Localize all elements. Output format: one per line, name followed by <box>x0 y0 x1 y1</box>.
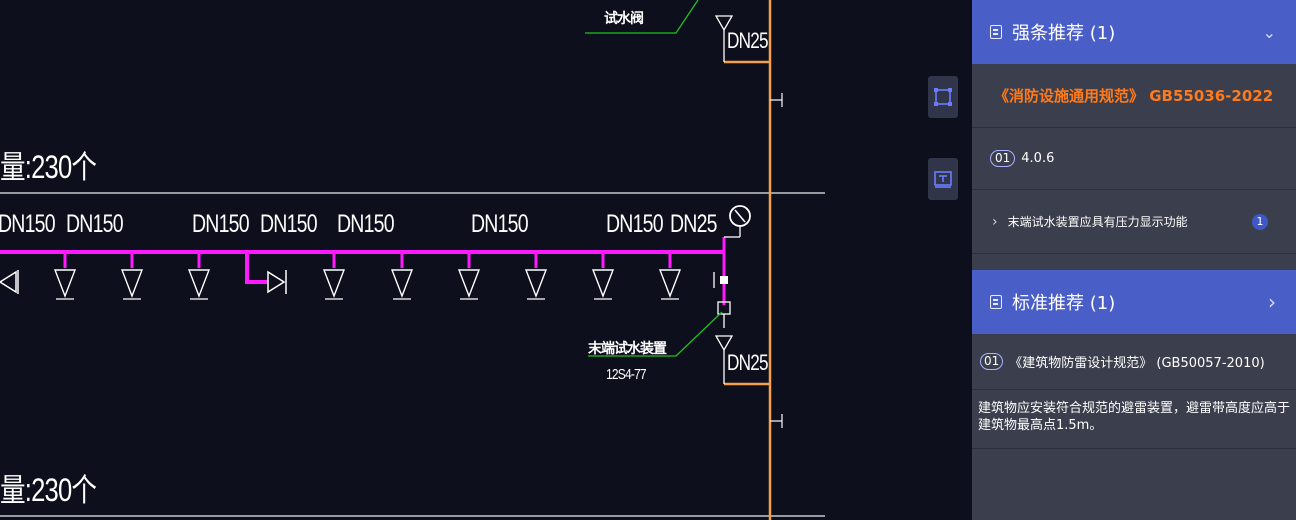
selection-frame-icon <box>934 88 952 106</box>
end-node <box>720 276 728 284</box>
drawing-canvas[interactable]: 试水阀 DN25 量:230个 量:230个 DN150 DN150 DN150… <box>0 0 972 520</box>
sprinkler-head <box>53 252 77 300</box>
end-test-device-symbol <box>714 301 734 384</box>
top-pipe-size: DN25 <box>727 28 769 53</box>
code-title: 《消防设施通用规范》 GB55036-2022 <box>994 87 1274 105</box>
standard-title: 标准推荐 (1) <box>1012 293 1116 314</box>
pipe-size-label: DN150 <box>260 210 318 238</box>
end-test-device-label: 末端试水装置 <box>588 340 667 356</box>
panel-toggle-icon <box>934 171 952 188</box>
sprinkler-head <box>658 252 682 300</box>
standard-ref-title: 《建筑物防雷设计规范》 (GB50057-2010) <box>1009 356 1265 371</box>
test-valve-label: 试水阀 <box>604 10 644 26</box>
leader-line <box>585 0 699 34</box>
panel-toggle-button[interactable] <box>928 158 958 200</box>
sprinkler-count-label: 量:230个 <box>0 149 97 185</box>
check-valve-symbol <box>267 270 287 294</box>
test-valve-symbol <box>714 15 734 62</box>
pipe-size-label: DN25 <box>670 210 718 238</box>
pipe-size-label: DN150 <box>337 210 395 238</box>
chevron-right-icon[interactable]: › <box>1268 290 1276 314</box>
sprinkler-group <box>53 252 682 300</box>
recommendation-panel: 强条推荐 (1) ⌄ 《消防设施通用规范》 GB55036-2022 01 4.… <box>972 0 1296 520</box>
sprinkler-head <box>120 252 144 300</box>
leader-line <box>588 311 723 357</box>
pipe-size-label: DN150 <box>606 210 664 238</box>
pipe-size-label: DN150 <box>192 210 250 238</box>
pipe-size-label: DN150 <box>471 210 529 238</box>
document-icon <box>990 25 1002 39</box>
sprinkler-head <box>322 252 346 300</box>
sprinkler-head <box>457 252 481 300</box>
ref-number-badge: 01 <box>980 353 1004 370</box>
clause-id: 4.0.6 <box>1021 151 1055 166</box>
sprinkler-head <box>591 252 615 300</box>
document-icon <box>990 295 1002 309</box>
standard-ref-text: 建筑物应安装符合规范的避雷装置，避雷带高度应高于建筑物最高点1.5m。 <box>978 401 1291 433</box>
sprinkler-count-label: 量:230个 <box>0 472 97 508</box>
clause-number-badge: 01 <box>990 150 1016 167</box>
check-valve-symbol <box>0 270 19 294</box>
selection-frame-button[interactable] <box>928 76 958 118</box>
clause-row[interactable]: 01 4.0.6 <box>972 128 1296 190</box>
pipe-size-label: DN150 <box>0 210 56 238</box>
bottom-pipe-size: DN25 <box>727 350 769 375</box>
pressure-gauge-icon <box>729 205 751 227</box>
pipe-diagram <box>0 0 825 520</box>
standard-header[interactable]: 标准推荐 (1) › <box>972 270 1296 334</box>
chevron-right-icon: › <box>992 213 998 230</box>
branch-pipe <box>245 252 268 284</box>
riser-fitting <box>770 93 783 428</box>
sprinkler-head <box>524 252 548 300</box>
sprinkler-head <box>187 252 211 300</box>
clause-item-text: 末端试水装置应具有压力显示功能 <box>1007 215 1188 229</box>
item-count-badge: 1 <box>1252 213 1268 230</box>
device-code-label: 12S4-77 <box>606 366 647 383</box>
standard-ref-row[interactable]: 01 《建筑物防雷设计规范》 (GB50057-2010) <box>972 334 1296 390</box>
pipe-size-label: DN150 <box>66 210 124 238</box>
mandatory-title: 强条推荐 (1) <box>1012 23 1116 44</box>
chevron-down-icon[interactable]: ⌄ <box>1262 22 1276 42</box>
code-title-row[interactable]: 《消防设施通用规范》 GB55036-2022 <box>972 64 1296 128</box>
mandatory-header[interactable]: 强条推荐 (1) ⌄ <box>972 0 1296 64</box>
clause-item[interactable]: › 末端试水装置应具有压力显示功能 1 <box>972 190 1296 254</box>
sprinkler-head <box>390 252 414 300</box>
panel-divider <box>972 448 1296 449</box>
